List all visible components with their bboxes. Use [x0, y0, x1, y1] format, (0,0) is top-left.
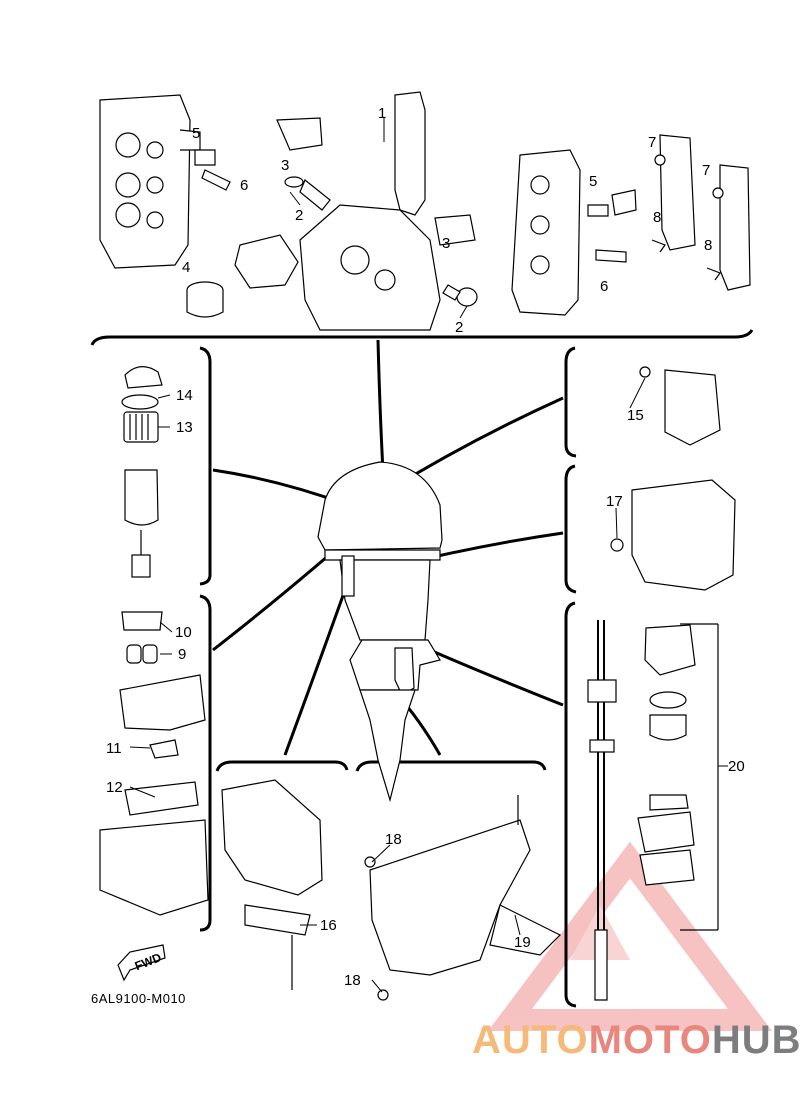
callout-labels: 1 2 2 3 3 4 5 5 6 6 7 7 8 8 9 10 11 12 1…	[106, 105, 745, 989]
right-column-parts	[587, 366, 736, 1001]
callout-6-right: 6	[600, 278, 608, 295]
callout-3-left: 3	[281, 157, 289, 174]
top-powerhead-parts	[99, 91, 751, 331]
callout-6-left: 6	[240, 177, 248, 194]
lower-unit-parts	[221, 779, 562, 1001]
callout-11: 11	[106, 740, 122, 757]
section-brackets	[90, 329, 754, 1008]
callout-9: 9	[178, 646, 186, 663]
callout-20: 20	[728, 758, 745, 775]
leader-lines	[129, 118, 728, 993]
callout-8-left: 8	[653, 209, 661, 226]
callout-13: 13	[176, 419, 193, 436]
callout-12: 12	[106, 779, 123, 796]
callout-2-left: 2	[295, 207, 303, 224]
callout-10: 10	[175, 624, 192, 641]
brand-auto: AUTO	[472, 1018, 589, 1062]
callout-15: 15	[627, 407, 644, 424]
diagram-code: 6AL9100-M010	[91, 991, 186, 1006]
callout-16: 16	[320, 917, 337, 934]
callout-4: 4	[182, 259, 190, 276]
callout-18-top: 18	[385, 831, 402, 848]
callout-5-left: 5	[192, 125, 200, 142]
brand-hub: HUB	[711, 1018, 800, 1062]
outboard-motor-silhouette	[317, 461, 443, 803]
callout-7-right: 7	[702, 162, 710, 179]
callout-18-bottom: 18	[344, 972, 361, 989]
callout-14: 14	[176, 387, 193, 404]
left-column-parts	[99, 366, 209, 982]
callout-1: 1	[378, 105, 386, 122]
callout-3-right: 3	[442, 235, 450, 252]
callout-17: 17	[606, 493, 623, 510]
brand-moto: MOTO	[588, 1018, 712, 1062]
callout-5-right: 5	[589, 173, 597, 190]
callout-19: 19	[514, 934, 531, 951]
watermark-brand: AUTOMOTOHUB	[472, 1018, 800, 1063]
callout-2-right: 2	[455, 319, 463, 336]
callout-8-right: 8	[704, 237, 712, 254]
callout-7-left: 7	[648, 134, 656, 151]
